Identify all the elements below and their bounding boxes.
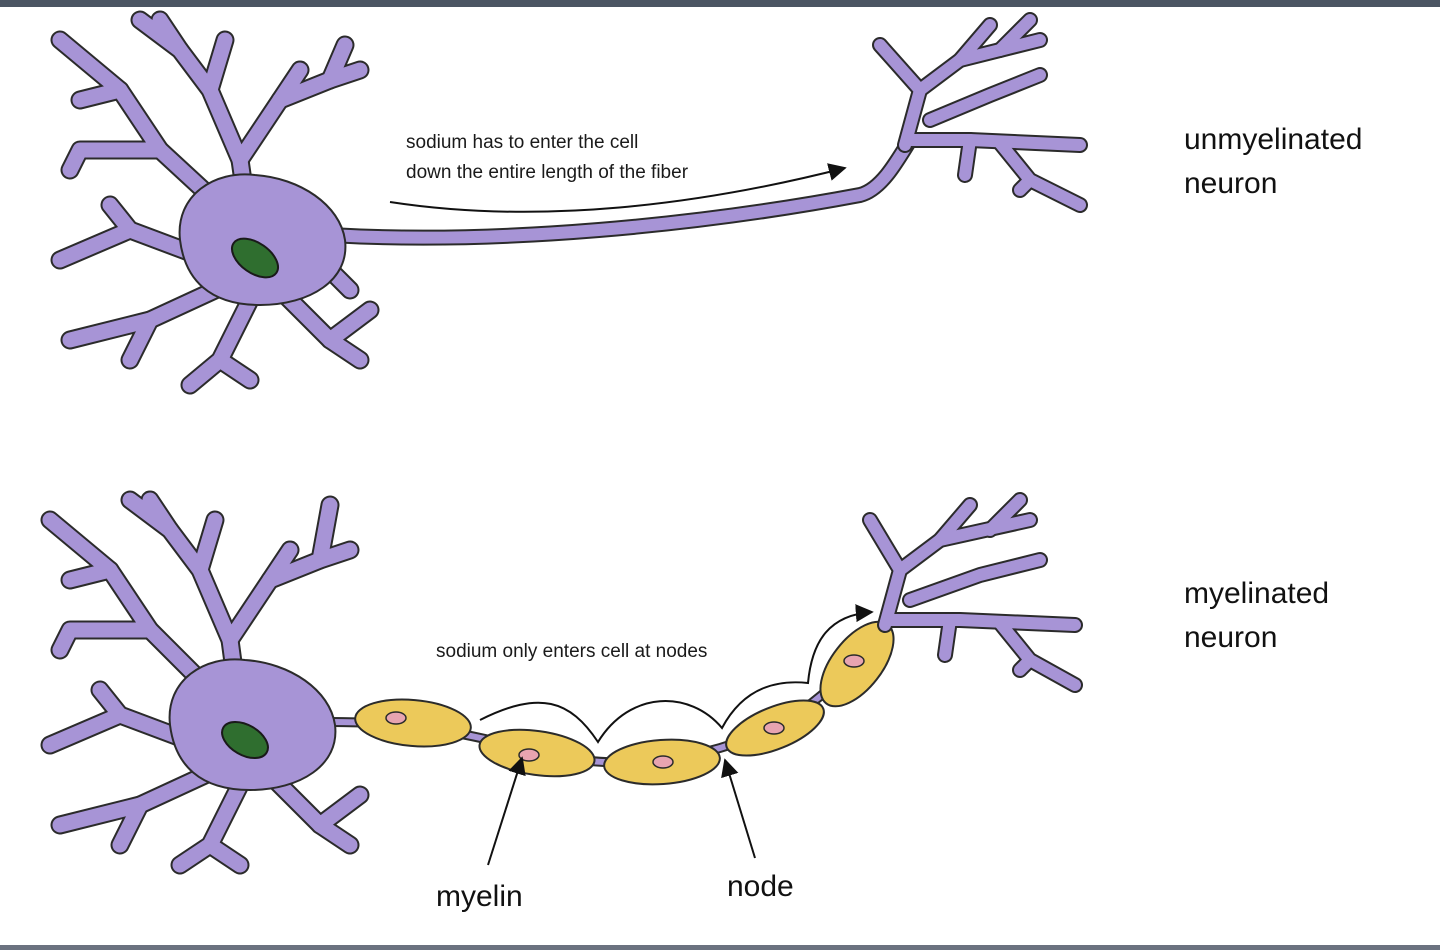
top-sodium-arrow	[389, 163, 847, 213]
myelin-segment	[603, 738, 721, 786]
node-callout-label: node	[727, 870, 794, 903]
myelin-segment	[478, 728, 596, 778]
unmyelinated-label-line2: neuron	[1184, 167, 1278, 200]
bottom-border	[0, 945, 1440, 950]
myelin-pointer-arrow	[487, 756, 526, 866]
myelinated-label-line2: neuron	[1184, 621, 1278, 654]
bottom-axon-terminal	[862, 492, 1083, 693]
top-nucleus	[231, 237, 279, 279]
myelin-callout-label: myelin	[436, 880, 523, 913]
top-sodium-note: sodium has to enter the cell down the en…	[406, 128, 688, 188]
top-sodium-note-line1: sodium has to enter the cell	[406, 132, 639, 153]
top-soma	[178, 173, 347, 307]
top-cell-dendrites-fill	[52, 12, 378, 393]
myelinated-label: myelinated neuron	[1184, 572, 1329, 660]
bottom-sodium-note: sodium only enters cell at nodes	[436, 641, 708, 662]
top-axon	[324, 134, 916, 244]
top-border	[0, 0, 1440, 7]
myelinated-neuron	[40, 490, 1083, 875]
unmyelinated-label: unmyelinated neuron	[1184, 118, 1362, 206]
top-sodium-note-line2: down the entire length of the fiber	[406, 162, 689, 183]
myelin-segment	[354, 698, 472, 748]
top-axon-terminal	[872, 12, 1088, 213]
bottom-nucleus	[221, 720, 269, 760]
unmyelinated-neuron	[50, 10, 1088, 395]
myelinated-label-line1: myelinated	[1184, 577, 1330, 610]
myelin-segment	[725, 699, 825, 757]
unmyelinated-label-line1: unmyelinated	[1184, 123, 1363, 156]
node-pointer-arrow	[721, 758, 756, 859]
saltatory-arrow	[479, 604, 874, 744]
myelin-sheath	[354, 620, 895, 786]
bottom-soma	[168, 658, 337, 792]
